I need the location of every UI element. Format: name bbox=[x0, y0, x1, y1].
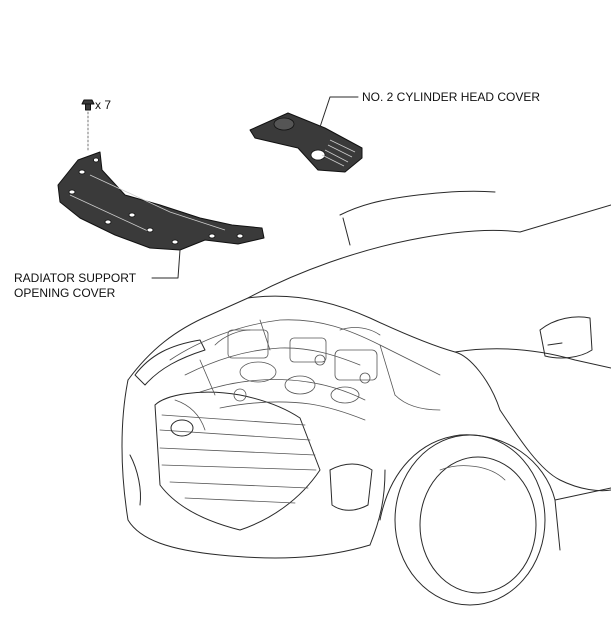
cylinder-head-cover-part bbox=[249, 112, 363, 173]
vehicle-front-view bbox=[121, 190, 611, 606]
leader-line-radiator-cover bbox=[151, 249, 181, 279]
radiator-support-opening-cover-part bbox=[57, 151, 265, 251]
leader-line-cylinder-head-cover bbox=[319, 96, 359, 128]
radiator-cover-label-line2: OPENING COVER bbox=[14, 286, 116, 300]
clip-count-label: x 7 bbox=[95, 98, 112, 112]
clip-icon bbox=[81, 99, 95, 151]
cylinder-head-cover-label: NO. 2 CYLINDER HEAD COVER bbox=[362, 90, 541, 104]
radiator-cover-label-line1: RADIATOR SUPPORT bbox=[14, 271, 137, 285]
